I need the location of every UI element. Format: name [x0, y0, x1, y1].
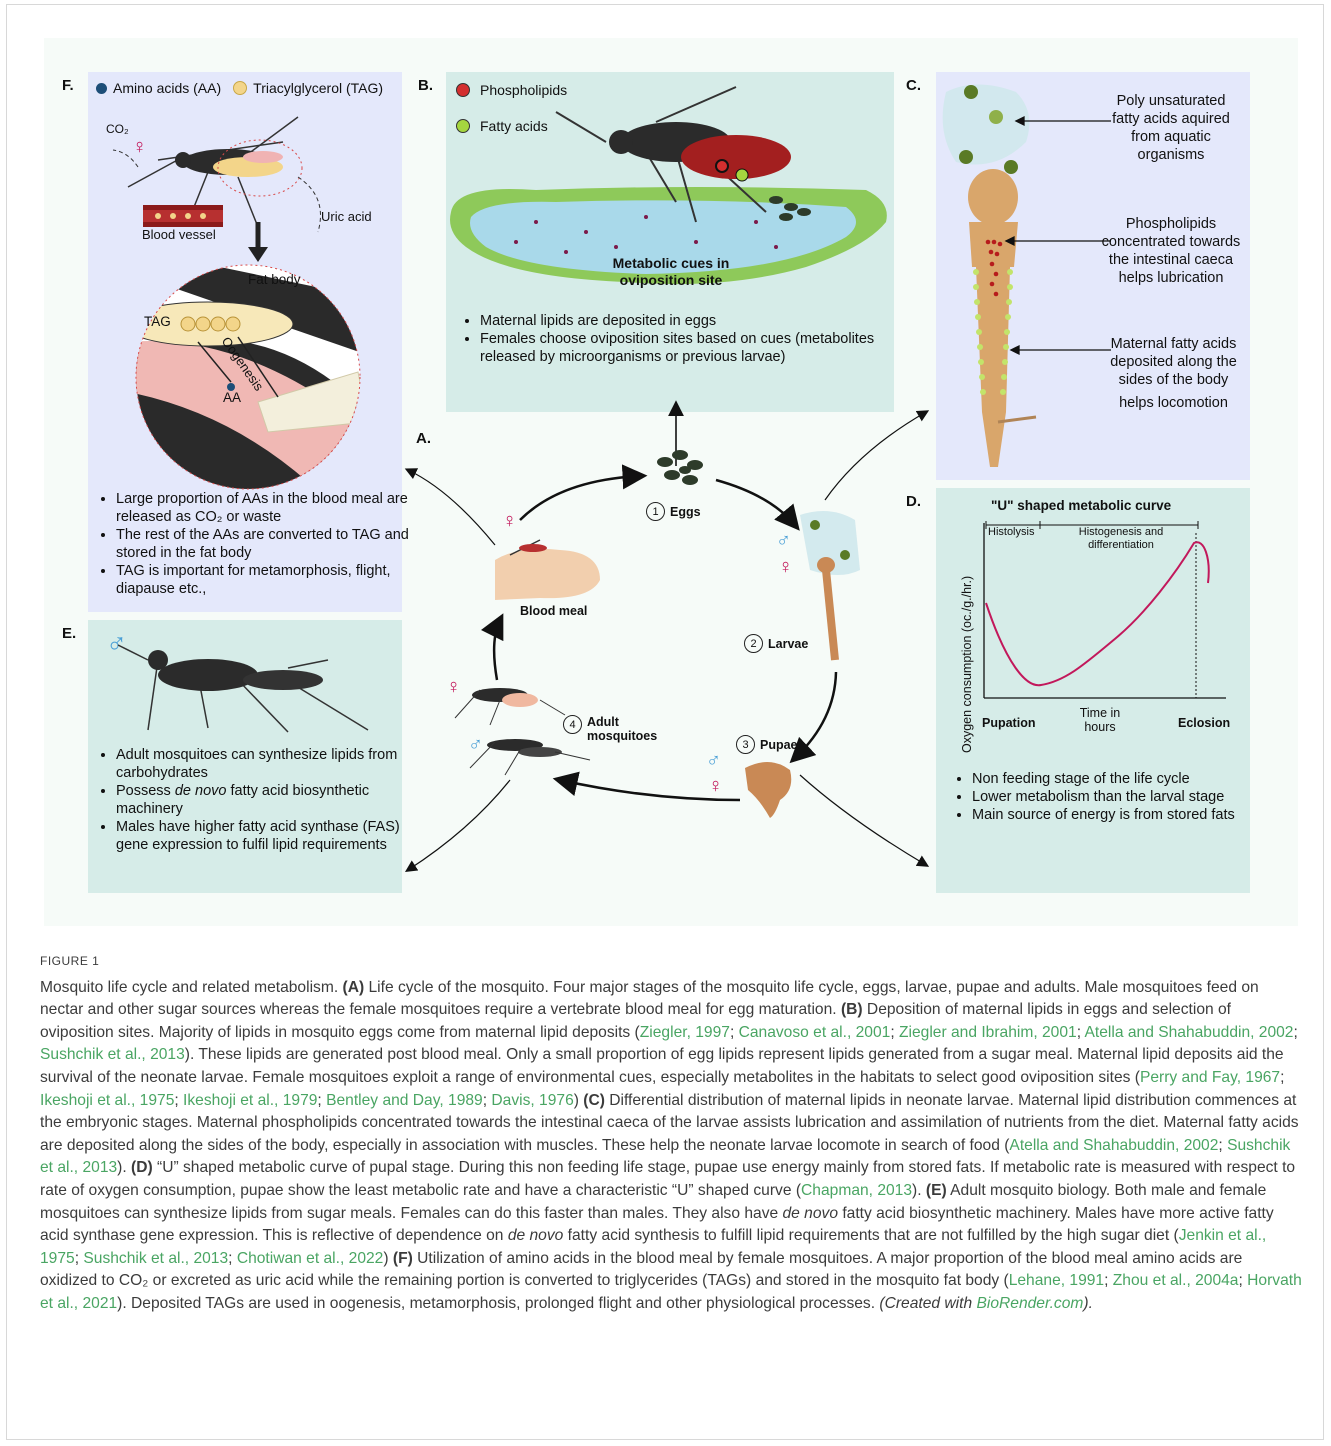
- male-symbol-icon: ♂: [776, 530, 791, 553]
- female-symbol-icon: ♀: [708, 775, 723, 798]
- reference-link[interactable]: Canavoso et al., 2001: [739, 1024, 891, 1041]
- reference-link[interactable]: Chapman, 2013: [801, 1182, 912, 1199]
- stage-eggs: 1Eggs: [646, 502, 701, 521]
- caption-label-d: (D): [131, 1159, 153, 1176]
- caption-label-b: (B): [841, 1001, 863, 1018]
- reference-link[interactable]: Ikeshoji et al., 1975: [40, 1092, 174, 1109]
- reference-link[interactable]: Zhou et al., 2004a: [1113, 1272, 1239, 1289]
- figure-number: FIGURE 1: [40, 950, 1302, 973]
- caption-text-b2: ). These lipids are generated post blood…: [40, 1046, 1284, 1086]
- caption-text-f2: ). Deposited TAGs are used in oogenesis,…: [117, 1295, 879, 1312]
- caption-label-f: (F): [393, 1250, 413, 1267]
- caption-label-c: (C): [583, 1092, 605, 1109]
- life-cycle-diagram: [0, 0, 1331, 950]
- reference-link[interactable]: Atella and Shahabuddin, 2002: [1009, 1137, 1218, 1154]
- female-symbol-icon: ♀: [446, 676, 461, 699]
- eggs-icon: [657, 450, 703, 485]
- stage-blood-meal: Blood meal: [520, 604, 587, 618]
- reference-link[interactable]: Chotiwan et al., 2022: [237, 1250, 384, 1267]
- reference-link[interactable]: Ikeshoji et al., 1979: [183, 1092, 317, 1109]
- caption-italic: de novo: [508, 1227, 564, 1244]
- reference-link[interactable]: Ziegler, 1997: [640, 1024, 730, 1041]
- figure-caption: FIGURE 1 Mosquito life cycle and related…: [40, 950, 1302, 1316]
- stage-larvae: 2Larvae: [744, 634, 808, 653]
- pupae-stage-icon: [745, 762, 791, 818]
- caption-label-e: (E): [926, 1182, 947, 1199]
- caption-label-a: (A): [343, 979, 365, 996]
- caption-italic: de novo: [783, 1205, 839, 1222]
- reference-link[interactable]: Sushchik et al., 2013: [83, 1250, 228, 1267]
- created-with-end: ).: [1083, 1295, 1093, 1312]
- created-with-text: (Created with: [879, 1295, 976, 1312]
- reference-link[interactable]: Sushchik et al., 2013: [40, 1046, 185, 1063]
- reference-link[interactable]: Perry and Fay, 1967: [1140, 1069, 1280, 1086]
- blood-meal-icon: [495, 540, 600, 600]
- larvae-stage-icon: [800, 511, 860, 660]
- reference-link[interactable]: Lehane, 1991: [1009, 1272, 1104, 1289]
- reference-link[interactable]: Bentley and Day, 1989: [326, 1092, 483, 1109]
- male-symbol-icon: ♂: [468, 734, 483, 757]
- reference-link[interactable]: Davis, 1976: [491, 1092, 573, 1109]
- caption-title: Mosquito life cycle and related metaboli…: [40, 979, 338, 996]
- female-symbol-icon: ♀: [502, 510, 517, 533]
- reference-link[interactable]: Atella and Shahabuddin, 2002: [1085, 1024, 1294, 1041]
- male-symbol-icon: ♂: [706, 750, 721, 773]
- biorender-link[interactable]: BioRender.com: [976, 1295, 1083, 1312]
- female-symbol-icon: ♀: [778, 556, 793, 579]
- caption-body: Mosquito life cycle and related metaboli…: [40, 977, 1302, 1316]
- caption-text-e3: fatty acid synthesis to fulfill lipid re…: [563, 1227, 1178, 1244]
- reference-link[interactable]: Ziegler and Ibrahim, 2001: [899, 1024, 1077, 1041]
